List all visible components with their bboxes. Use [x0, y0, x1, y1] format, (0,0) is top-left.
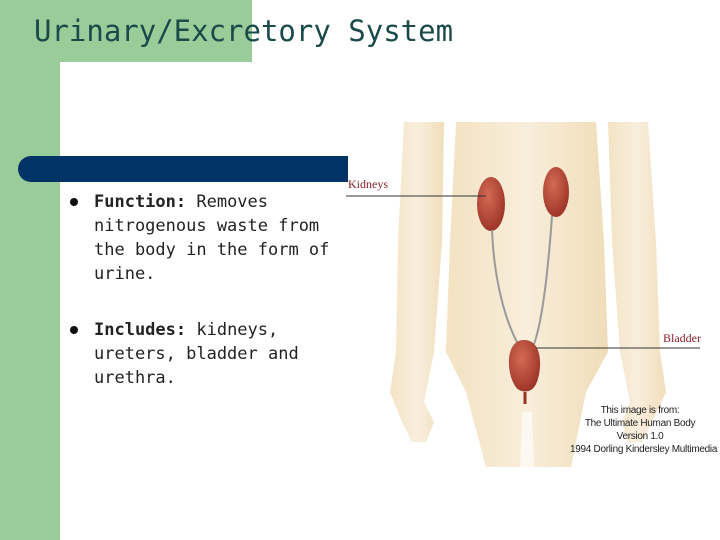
bullet-includes: Includes: kidneys, ureters, bladder and …	[70, 318, 330, 390]
credit-line: Version 1.0	[616, 431, 664, 442]
navy-divider-bar	[18, 156, 348, 182]
bladder-label: Bladder	[663, 331, 701, 345]
slide-title: Urinary/Excretory System	[34, 14, 454, 48]
bullet-label: Includes:	[94, 320, 187, 340]
bullet-function: Function: Removes nitrogenous waste from…	[70, 190, 330, 286]
bullet-text: Removes nitrogenous waste from the body …	[94, 192, 330, 284]
image-credit: This image is from: The Ultimate Human B…	[570, 404, 718, 456]
leg-gap	[520, 412, 534, 467]
kidneys-label: Kidneys	[348, 177, 388, 191]
green-title-band	[0, 0, 252, 62]
credit-line: The Ultimate Human Body	[584, 418, 696, 429]
bullet-dot-icon	[70, 326, 78, 334]
urinary-system-illustration: Kidneys Bladder	[346, 122, 701, 467]
bullet-text: kidneys, ureters, bladder and urethra.	[94, 320, 299, 388]
bladder-icon	[508, 340, 541, 392]
left-arm-shape	[390, 122, 444, 442]
corner-curve	[60, 62, 100, 102]
credit-line: 1994 Dorling Kindersley Multimedia	[570, 444, 718, 455]
bullet-label: Function:	[94, 192, 187, 212]
bullet-list: Function: Removes nitrogenous waste from…	[70, 190, 330, 422]
right-arm-shape	[608, 122, 666, 442]
bullet-dot-icon	[70, 198, 78, 206]
left-kidney-icon	[477, 177, 505, 231]
left-ureter	[491, 229, 519, 345]
right-kidney-icon	[543, 167, 569, 217]
green-side-band	[0, 0, 60, 540]
credit-line: This image is from:	[600, 405, 680, 416]
right-ureter	[533, 215, 553, 345]
